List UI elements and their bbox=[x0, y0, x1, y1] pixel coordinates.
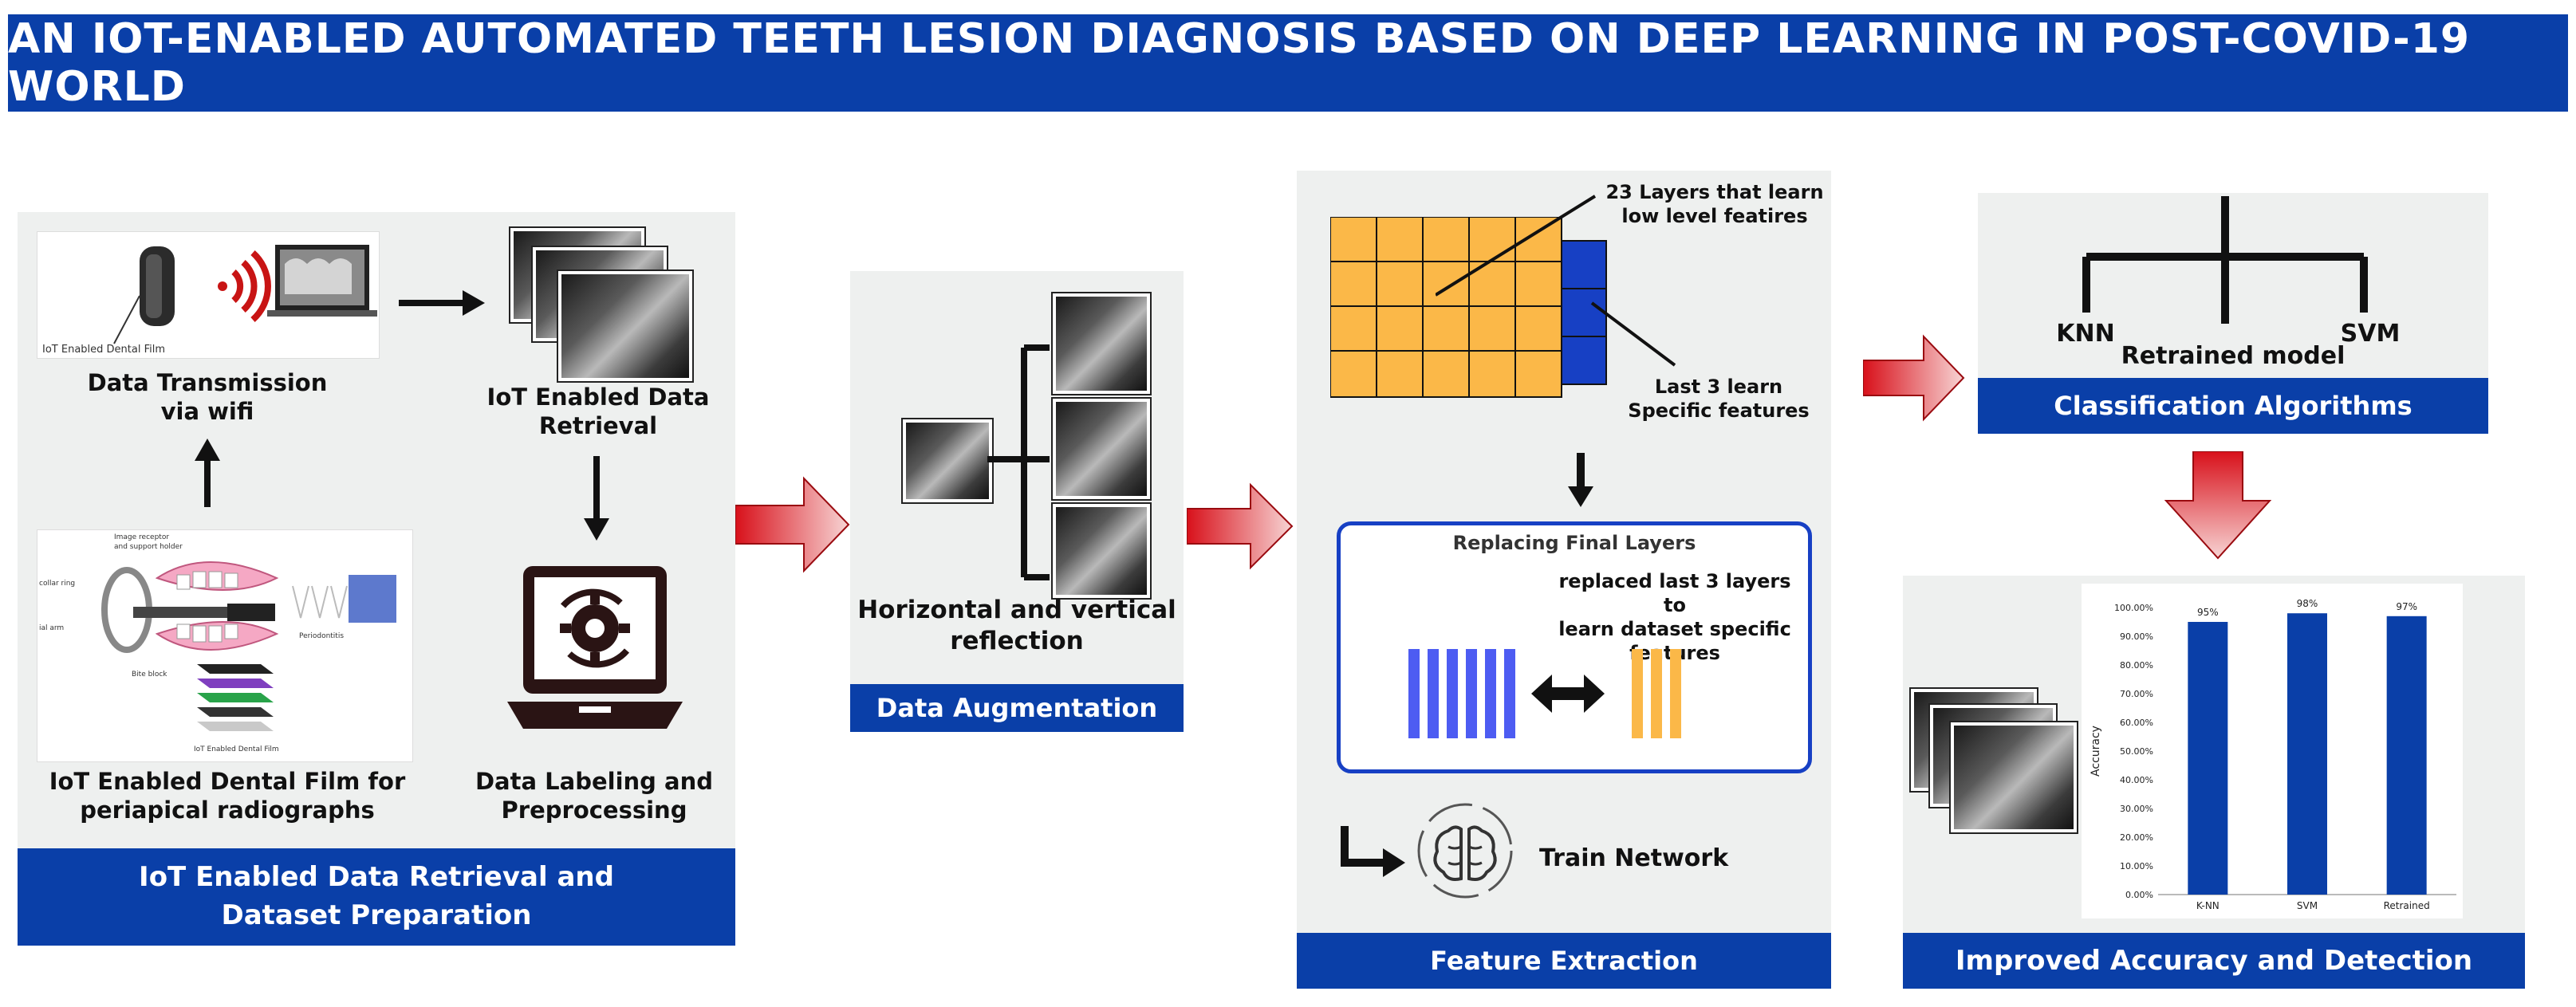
red-arrow-3 bbox=[1863, 334, 1965, 422]
xray-reflected-2 bbox=[1053, 399, 1150, 499]
arrow-down-icon-2 bbox=[1568, 453, 1593, 507]
y-tick-label: 80.00% bbox=[2120, 660, 2153, 671]
bar-svm bbox=[2287, 613, 2327, 895]
bar-retrained bbox=[2386, 616, 2427, 895]
y-tick-label: 90.00% bbox=[2120, 631, 2153, 642]
band-data-retrieval: IoT Enabled Data Retrieval and Dataset P… bbox=[18, 848, 735, 946]
replacing-title: Replacing Final Layers bbox=[1452, 532, 1696, 554]
iot-data-retrieval-label: IoT Enabled Data Retrieval bbox=[486, 384, 710, 440]
band-classification: Classification Algorithms bbox=[1978, 378, 2488, 434]
swap-arrow-icon bbox=[1531, 675, 1605, 713]
xray-stack-3 bbox=[558, 271, 692, 381]
last3-label: Last 3 learn Specific features bbox=[1628, 376, 1810, 422]
arrow-up-icon bbox=[195, 439, 220, 507]
accuracy-chart-area: 0.00% 10.00% 20.00% 30.00% 40.00% 50.00% 60.00… bbox=[2082, 584, 2463, 918]
transmission-sketch bbox=[113, 245, 377, 344]
dental-holder-illustration bbox=[101, 561, 396, 731]
y-tick-label: 100.00% bbox=[2114, 603, 2153, 613]
last-layers-block bbox=[1561, 240, 1607, 385]
y-tick-label: 70.00% bbox=[2120, 689, 2153, 699]
y-tick-label: 10.00% bbox=[2120, 861, 2153, 871]
y-axis-label: Accuracy bbox=[2090, 726, 2102, 777]
tree-diagram bbox=[2082, 196, 2368, 324]
old-layers-bars bbox=[1408, 649, 1515, 738]
data-label: 97% bbox=[2396, 601, 2417, 612]
red-arrow-1 bbox=[735, 476, 850, 573]
red-arrow-down bbox=[2164, 451, 2272, 560]
page-title: AN IOT-ENABLED AUTOMATED TEETH LESION DI… bbox=[8, 15, 2471, 111]
wifi-signal-icon bbox=[218, 250, 271, 322]
result-xray-3 bbox=[1951, 722, 2077, 832]
layer-grid-diagram bbox=[1330, 217, 1607, 398]
data-label: 98% bbox=[2297, 598, 2318, 609]
y-tick-label: 60.00% bbox=[2120, 718, 2153, 728]
y-tick-label: 50.00% bbox=[2120, 746, 2153, 757]
film-layers-stack bbox=[197, 664, 274, 731]
band-data-augmentation: Data Augmentation bbox=[850, 684, 1184, 732]
augmentation-label: Horizontal and vertical reflection bbox=[857, 596, 1176, 655]
layers23-label: 23 Layers that learn low level featires bbox=[1605, 181, 1824, 227]
branch-bracket bbox=[987, 344, 1050, 580]
film-caption: IoT Enabled Dental Film bbox=[42, 344, 166, 356]
tooth-outline-row bbox=[292, 585, 348, 619]
y-tick-label: 0.00% bbox=[2125, 890, 2153, 900]
xray-original bbox=[903, 419, 992, 502]
y-tick-label: 30.00% bbox=[2120, 804, 2153, 814]
brain-icon bbox=[1417, 803, 1513, 899]
knn-label: KNN bbox=[2056, 320, 2115, 348]
layer-swap-diagram bbox=[1408, 649, 1681, 738]
bar-k-nn bbox=[2188, 622, 2228, 895]
y-tick-label: 40.00% bbox=[2120, 775, 2153, 785]
accuracy-chart: 0.00% 10.00% 20.00% 30.00% 40.00% 50.00% 60.00… bbox=[2090, 598, 2456, 911]
new-layers-bars bbox=[1632, 649, 1681, 738]
x-tick-label: SVM bbox=[2297, 900, 2318, 911]
band-accuracy: Improved Accuracy and Detection bbox=[1903, 933, 2525, 989]
train-network-label: Train Network bbox=[1539, 844, 1729, 872]
y-tick-label: 20.00% bbox=[2120, 832, 2153, 843]
return-arrow-icon bbox=[1341, 826, 1405, 877]
callout-lines bbox=[1436, 195, 1676, 367]
x-tick-label: Retrained bbox=[2384, 900, 2430, 911]
retrained-model-label: Retrained model bbox=[2121, 342, 2346, 370]
xray-reflected-3 bbox=[1053, 504, 1150, 598]
replaced-label: replaced last 3 layers to learn dataset … bbox=[1558, 570, 1791, 664]
title-bar: AN IOT-ENABLED AUTOMATED TEETH LESION DI… bbox=[8, 14, 2568, 112]
x-tick-label: K-NN bbox=[2196, 900, 2220, 911]
red-arrow-2 bbox=[1187, 482, 1294, 570]
dental-film-label: IoT Enabled Dental Film for periapical r… bbox=[49, 768, 406, 824]
xray-reflected-1 bbox=[1053, 293, 1150, 394]
data-transmission-label: Data Transmission via wifi bbox=[87, 369, 328, 426]
dental-film-sketch: Image receptor and support holder collar… bbox=[37, 529, 413, 762]
arrow-right-icon bbox=[399, 290, 485, 316]
iot-film-transmission-image: IoT Enabled Dental Film bbox=[37, 231, 380, 359]
laptop-icon bbox=[267, 245, 377, 317]
band-feature-extraction: Feature Extraction bbox=[1297, 933, 1831, 989]
svm-label: SVM bbox=[2340, 320, 2401, 348]
arrow-down-icon bbox=[584, 456, 609, 541]
data-label: 95% bbox=[2197, 607, 2219, 618]
laptop-gear-icon bbox=[507, 566, 683, 729]
data-labeling-label: Data Labeling and Preprocessing bbox=[475, 768, 713, 824]
